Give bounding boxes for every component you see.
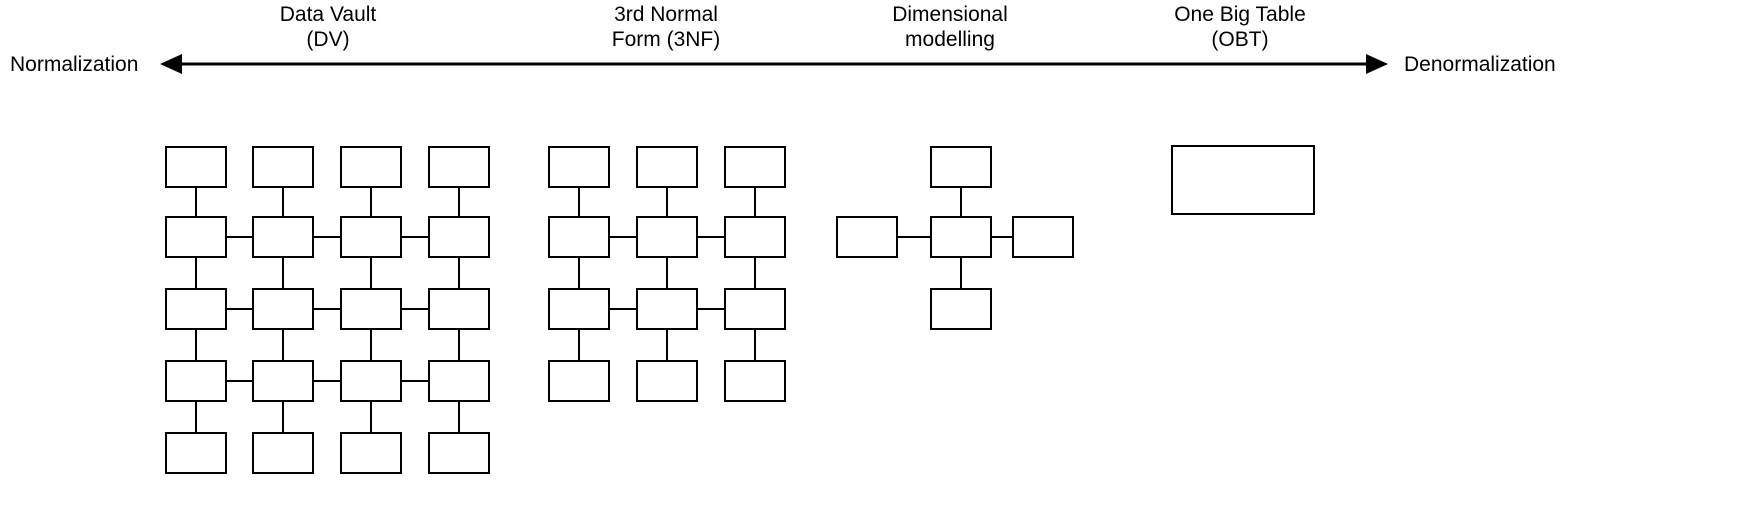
star-edge-top <box>960 188 962 216</box>
data-vault-edge-vertical <box>195 188 197 216</box>
3nf-node <box>548 216 610 258</box>
data-vault-edge-vertical <box>195 330 197 360</box>
data-vault-edge-horizontal <box>227 308 252 310</box>
star-dimension-node-bottom <box>930 288 992 330</box>
star-edge-bottom <box>960 258 962 288</box>
data-vault-node <box>252 146 314 188</box>
3nf-edge-vertical <box>666 188 668 216</box>
stage-label-data-vault: Data Vault (DV) <box>279 3 377 51</box>
data-vault-node <box>340 288 402 330</box>
data-vault-node <box>252 216 314 258</box>
data-vault-edge-vertical <box>370 402 372 432</box>
3nf-node <box>548 288 610 330</box>
stage-label-one-big-table: One Big Table (OBT) <box>1174 3 1306 51</box>
data-vault-edge-vertical <box>458 330 460 360</box>
3nf-node <box>724 288 786 330</box>
3nf-node <box>636 288 698 330</box>
data-vault-edge-horizontal <box>314 380 340 382</box>
axis-label-denormalization: Denormalization <box>1404 53 1556 76</box>
stage-label-dimensional-modelling: Dimensional modelling <box>892 3 1008 51</box>
3nf-node <box>724 216 786 258</box>
data-vault-edge-vertical <box>458 188 460 216</box>
3nf-node <box>548 360 610 402</box>
data-vault-edge-vertical <box>458 402 460 432</box>
data-vault-edge-vertical <box>370 258 372 288</box>
3nf-node <box>636 216 698 258</box>
data-vault-edge-horizontal <box>227 380 252 382</box>
data-vault-edge-horizontal <box>402 236 428 238</box>
star-dimension-node-left <box>836 216 898 258</box>
3nf-edge-vertical <box>666 258 668 288</box>
3nf-edge-vertical <box>578 258 580 288</box>
data-vault-node <box>428 432 490 474</box>
data-vault-edge-vertical <box>370 188 372 216</box>
star-fact-node-center <box>930 216 992 258</box>
data-vault-edge-vertical <box>458 258 460 288</box>
data-vault-node <box>428 216 490 258</box>
axis-label-normalization: Normalization <box>10 53 139 76</box>
star-dimension-node-top <box>930 146 992 188</box>
data-vault-node <box>428 360 490 402</box>
star-dimension-node-right <box>1012 216 1074 258</box>
3nf-edge-vertical <box>754 188 756 216</box>
3nf-edge-horizontal <box>610 236 636 238</box>
data-vault-edge-vertical <box>282 402 284 432</box>
data-vault-node <box>340 360 402 402</box>
data-vault-node <box>340 216 402 258</box>
data-vault-edge-horizontal <box>402 308 428 310</box>
data-vault-node <box>165 432 227 474</box>
data-vault-node <box>165 360 227 402</box>
data-vault-node <box>252 288 314 330</box>
data-vault-edge-horizontal <box>402 380 428 382</box>
data-vault-node <box>428 288 490 330</box>
data-vault-edge-vertical <box>282 188 284 216</box>
data-vault-node <box>165 146 227 188</box>
data-vault-edge-vertical <box>370 330 372 360</box>
data-vault-edge-horizontal <box>314 308 340 310</box>
3nf-edge-vertical <box>578 188 580 216</box>
3nf-edge-vertical <box>754 330 756 360</box>
data-vault-node <box>340 432 402 474</box>
data-vault-edge-horizontal <box>227 236 252 238</box>
data-vault-edge-vertical <box>282 258 284 288</box>
data-vault-node <box>165 216 227 258</box>
one-big-table-node <box>1171 145 1315 215</box>
data-vault-node <box>340 146 402 188</box>
data-vault-edge-vertical <box>282 330 284 360</box>
3nf-edge-horizontal <box>610 308 636 310</box>
3nf-node <box>548 146 610 188</box>
data-vault-node <box>165 288 227 330</box>
data-vault-edge-horizontal <box>314 236 340 238</box>
data-vault-edge-vertical <box>195 258 197 288</box>
spectrum-double-arrow-icon <box>160 54 1388 74</box>
3nf-node <box>636 146 698 188</box>
data-vault-node <box>252 360 314 402</box>
3nf-edge-horizontal <box>698 308 724 310</box>
3nf-node <box>636 360 698 402</box>
data-vault-node <box>252 432 314 474</box>
3nf-edge-vertical <box>578 330 580 360</box>
3nf-node <box>724 360 786 402</box>
data-vault-node <box>428 146 490 188</box>
3nf-edge-horizontal <box>698 236 724 238</box>
star-edge-right <box>992 236 1012 238</box>
data-vault-edge-vertical <box>195 402 197 432</box>
star-edge-left <box>898 236 930 238</box>
3nf-node <box>724 146 786 188</box>
3nf-edge-vertical <box>754 258 756 288</box>
stage-label-third-normal-form: 3rd Normal Form (3NF) <box>611 3 721 51</box>
3nf-edge-vertical <box>666 330 668 360</box>
